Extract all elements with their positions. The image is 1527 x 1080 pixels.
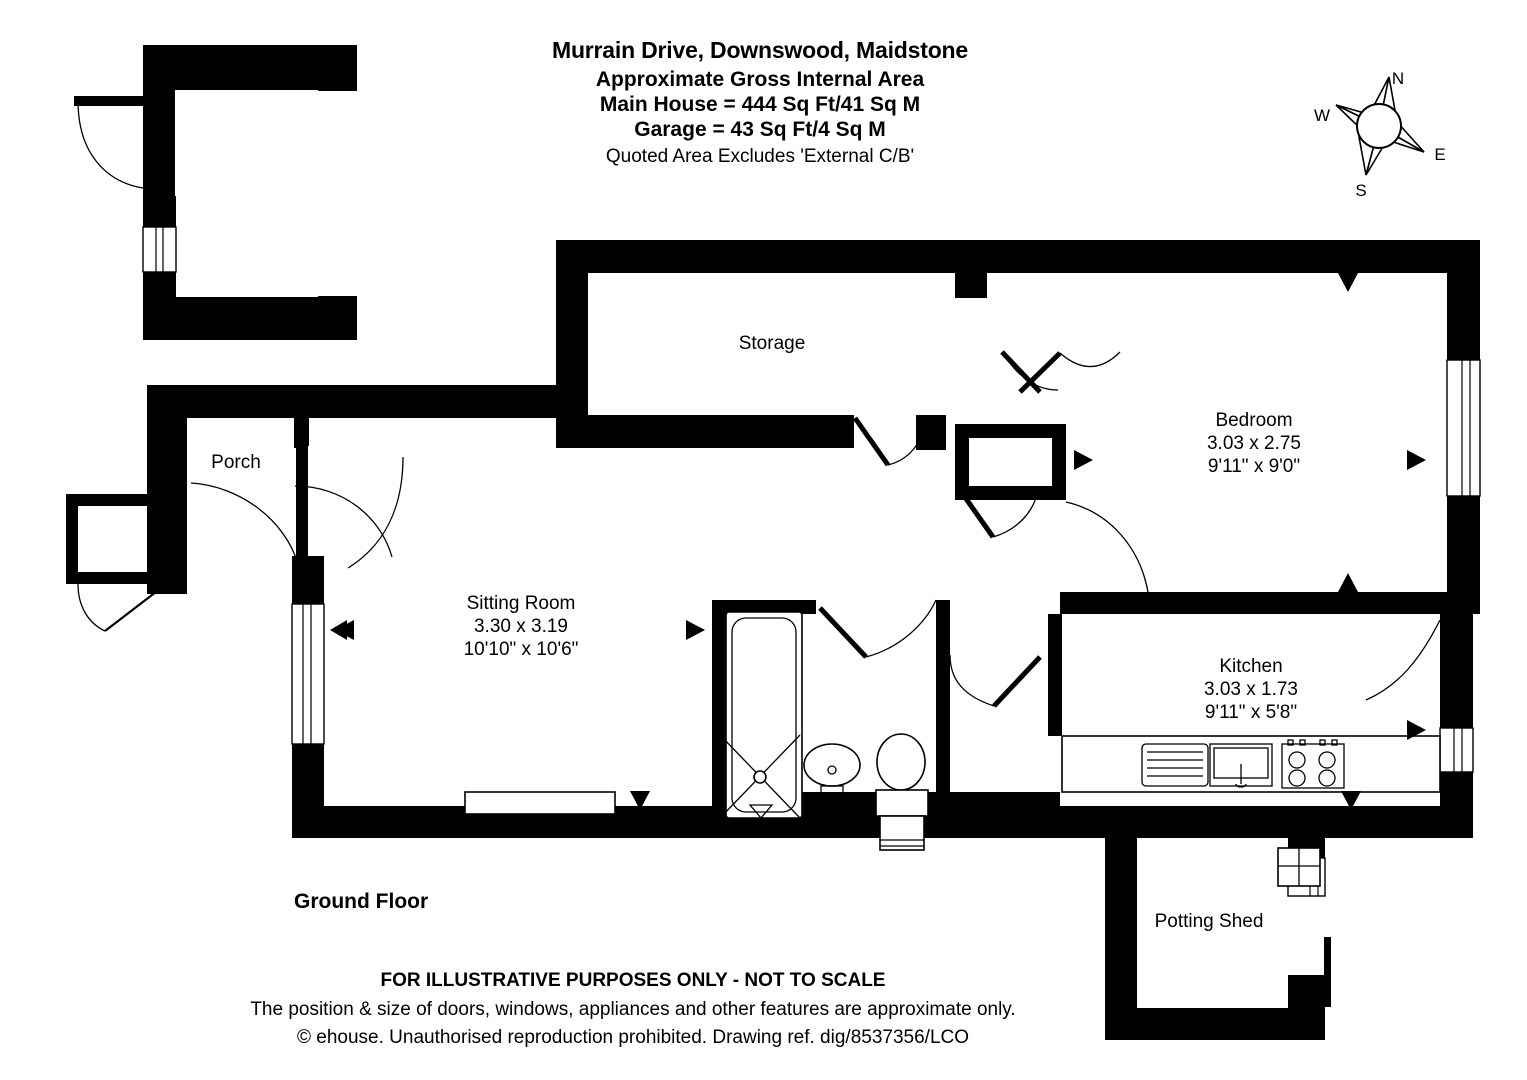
bedroom-door bbox=[959, 489, 1039, 539]
porch-inner-door bbox=[347, 456, 404, 569]
kitchen-metric: 3.03 x 1.73 bbox=[1204, 679, 1298, 700]
area-exclusion-note: Quoted Area Excludes 'External C/B' bbox=[606, 146, 914, 167]
door-swings bbox=[190, 350, 1441, 708]
storage-cupboard-doors bbox=[1000, 350, 1121, 394]
bedroom-name: Bedroom bbox=[1215, 410, 1292, 431]
kitchen-window bbox=[1439, 727, 1474, 773]
sitting-room-fireplace bbox=[464, 791, 616, 815]
plan-title: Murrain Drive, Downswood, Maidstone bbox=[552, 37, 968, 63]
sitting-imperial: 10'10" x 10'6" bbox=[464, 639, 579, 660]
bathroom-fixtures bbox=[719, 611, 929, 851]
kitchen-door bbox=[949, 654, 1042, 708]
area-heading: Approximate Gross Internal Area bbox=[596, 68, 925, 91]
garage-structure bbox=[74, 45, 357, 340]
potting-shed-name: Potting Shed bbox=[1155, 911, 1264, 932]
room-label-porch: Porch bbox=[211, 452, 261, 473]
potting-shed-structure bbox=[1105, 838, 1331, 1040]
compass-east-label: E bbox=[1434, 145, 1445, 164]
arrow-bedroom-south bbox=[1338, 573, 1358, 592]
compass-north-label: N bbox=[1392, 69, 1404, 88]
arrow-kitchen-east bbox=[1407, 720, 1426, 740]
footer-disclaimer-bold: FOR ILLUSTRATIVE PURPOSES ONLY - NOT TO … bbox=[381, 970, 886, 991]
sitting-name: Sitting Room bbox=[467, 593, 576, 614]
sitting-metric: 3.30 x 3.19 bbox=[474, 616, 568, 637]
kitchen-hob bbox=[1281, 739, 1345, 789]
porch-entry-door bbox=[190, 482, 299, 565]
hall-bedroom-swing bbox=[1065, 501, 1149, 593]
arrow-sitting-south bbox=[630, 791, 650, 810]
kitchen-sink bbox=[1209, 743, 1273, 788]
header-block: Murrain Drive, Downswood, Maidstone Appr… bbox=[552, 37, 968, 167]
storage-door bbox=[852, 416, 927, 467]
wash-basin bbox=[803, 743, 861, 796]
footer-block: FOR ILLUSTRATIVE PURPOSES ONLY - NOT TO … bbox=[250, 970, 1015, 1048]
porch-name: Porch bbox=[211, 452, 261, 473]
kitchen-imperial: 9'11" x 5'8" bbox=[1205, 702, 1297, 723]
view-direction-arrows bbox=[330, 273, 1426, 810]
footer-copyright: © ehouse. Unauthorised reproduction proh… bbox=[297, 1027, 969, 1048]
arrow-bedroom-north bbox=[1338, 273, 1358, 292]
compass-rose: N E S W bbox=[1314, 69, 1446, 200]
arrow-sitting-east bbox=[686, 620, 705, 640]
compass-west-label: W bbox=[1314, 106, 1330, 125]
room-labels: Storage Bedroom 3.03 x 2.75 9'11" x 9'0"… bbox=[211, 333, 1301, 932]
storage-name: Storage bbox=[739, 333, 806, 354]
room-label-storage: Storage bbox=[739, 333, 806, 354]
arrow-storage-east bbox=[1074, 450, 1093, 470]
bedroom-window bbox=[1446, 359, 1481, 497]
garage-window bbox=[142, 226, 177, 273]
floor-level-label: Ground Floor bbox=[294, 890, 428, 913]
main-house-area: Main House = 444 Sq Ft/41 Sq M bbox=[600, 93, 920, 116]
arrow-kitchen-south bbox=[1341, 791, 1361, 810]
room-label-kitchen: Kitchen 3.03 x 1.73 9'11" x 5'8" bbox=[1204, 656, 1298, 723]
room-label-potting-shed: Potting Shed bbox=[1155, 911, 1264, 932]
kitchen-exterior-door bbox=[1365, 619, 1441, 701]
arrow-porch bbox=[330, 620, 347, 640]
footer-note: The position & size of doors, windows, a… bbox=[250, 999, 1015, 1020]
bedroom-imperial: 9'11" x 9'0" bbox=[1208, 456, 1300, 477]
sink-drainer bbox=[1141, 743, 1209, 787]
bathtub bbox=[719, 611, 803, 820]
kitchen-name: Kitchen bbox=[1219, 656, 1282, 677]
toilet bbox=[875, 733, 929, 851]
bedroom-metric: 3.03 x 2.75 bbox=[1207, 433, 1301, 454]
sitting-room-window bbox=[291, 603, 325, 745]
arrow-bedroom-east bbox=[1407, 450, 1426, 470]
garage-area: Garage = 43 Sq Ft/4 Sq M bbox=[634, 118, 886, 141]
bathroom-door bbox=[818, 599, 937, 659]
room-label-bedroom: Bedroom 3.03 x 2.75 9'11" x 9'0" bbox=[1207, 410, 1301, 477]
arrow-storage bbox=[634, 428, 654, 445]
room-label-sitting-room: Sitting Room 3.30 x 3.19 10'10" x 10'6" bbox=[464, 593, 579, 660]
compass-south-label: S bbox=[1355, 181, 1366, 200]
kitchen-fittings bbox=[1061, 735, 1441, 887]
